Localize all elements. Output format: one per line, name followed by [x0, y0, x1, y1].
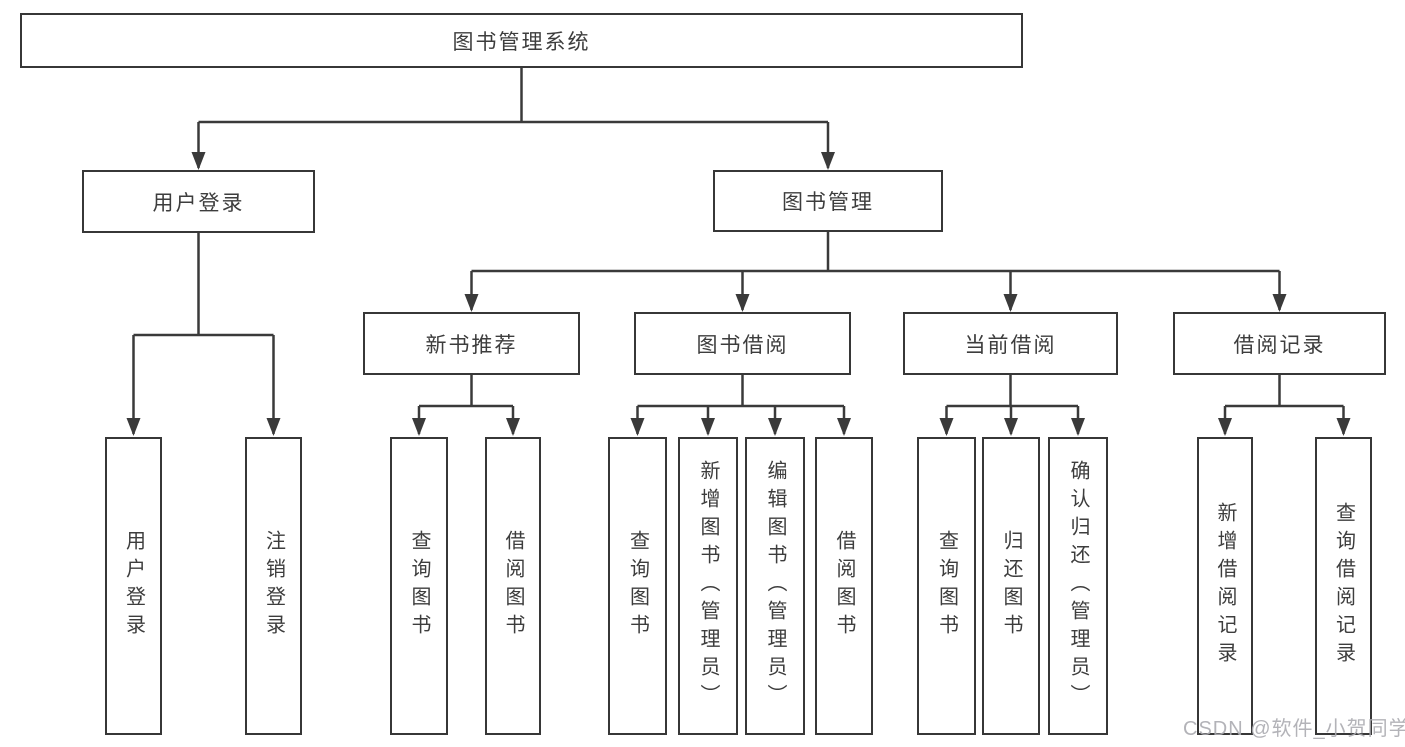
leaf-search-books-2: 查询图书: [608, 437, 667, 735]
leaf-borrow-books-2: 借阅图书: [815, 437, 873, 735]
leaf-add-borrow-record: 新增借阅记录: [1197, 437, 1253, 735]
leaf-label: 借阅图书: [833, 530, 855, 642]
leaf-label: 借阅图书: [502, 530, 524, 642]
leaf-borrow-books-1: 借阅图书: [485, 437, 541, 735]
leaf-label: 新增借阅记录: [1214, 502, 1236, 670]
node-borrow-records: 借阅记录: [1173, 312, 1386, 375]
leaf-label: 新增图书（管理员）: [697, 460, 719, 712]
leaf-search-books-1: 查询图书: [390, 437, 448, 735]
node-library-system: 图书管理系统: [20, 13, 1023, 68]
node-book-management: 图书管理: [713, 170, 943, 232]
leaf-label: 归还图书: [1000, 530, 1022, 642]
node-current-borrow: 当前借阅: [903, 312, 1118, 375]
leaf-label: 编辑图书（管理员）: [764, 460, 786, 712]
leaf-label: 查询图书: [935, 530, 958, 642]
node-user-login: 用户登录: [82, 170, 315, 233]
leaf-add-book-admin: 新增图书（管理员）: [678, 437, 738, 735]
csdn-watermark: CSDN @软件_小贺同学: [1183, 718, 1405, 740]
leaf-label: 查询借阅记录: [1332, 502, 1355, 670]
leaf-label: 确认归还（管理员）: [1067, 460, 1089, 712]
node-book-borrow: 图书借阅: [634, 312, 851, 375]
node-new-book-recommend: 新书推荐: [363, 312, 580, 375]
leaf-label: 注销登录: [262, 530, 285, 642]
leaf-label: 用户登录: [122, 530, 145, 642]
leaf-user-login: 用户登录: [105, 437, 162, 735]
leaf-confirm-return-admin: 确认归还（管理员）: [1048, 437, 1108, 735]
leaf-label: 查询图书: [626, 530, 649, 642]
leaf-search-borrow-record: 查询借阅记录: [1315, 437, 1372, 735]
leaf-return-book: 归还图书: [982, 437, 1040, 735]
leaf-label: 查询图书: [408, 530, 430, 642]
leaf-logout: 注销登录: [245, 437, 302, 735]
leaf-search-books-3: 查询图书: [917, 437, 976, 735]
leaf-edit-book-admin: 编辑图书（管理员）: [745, 437, 805, 735]
